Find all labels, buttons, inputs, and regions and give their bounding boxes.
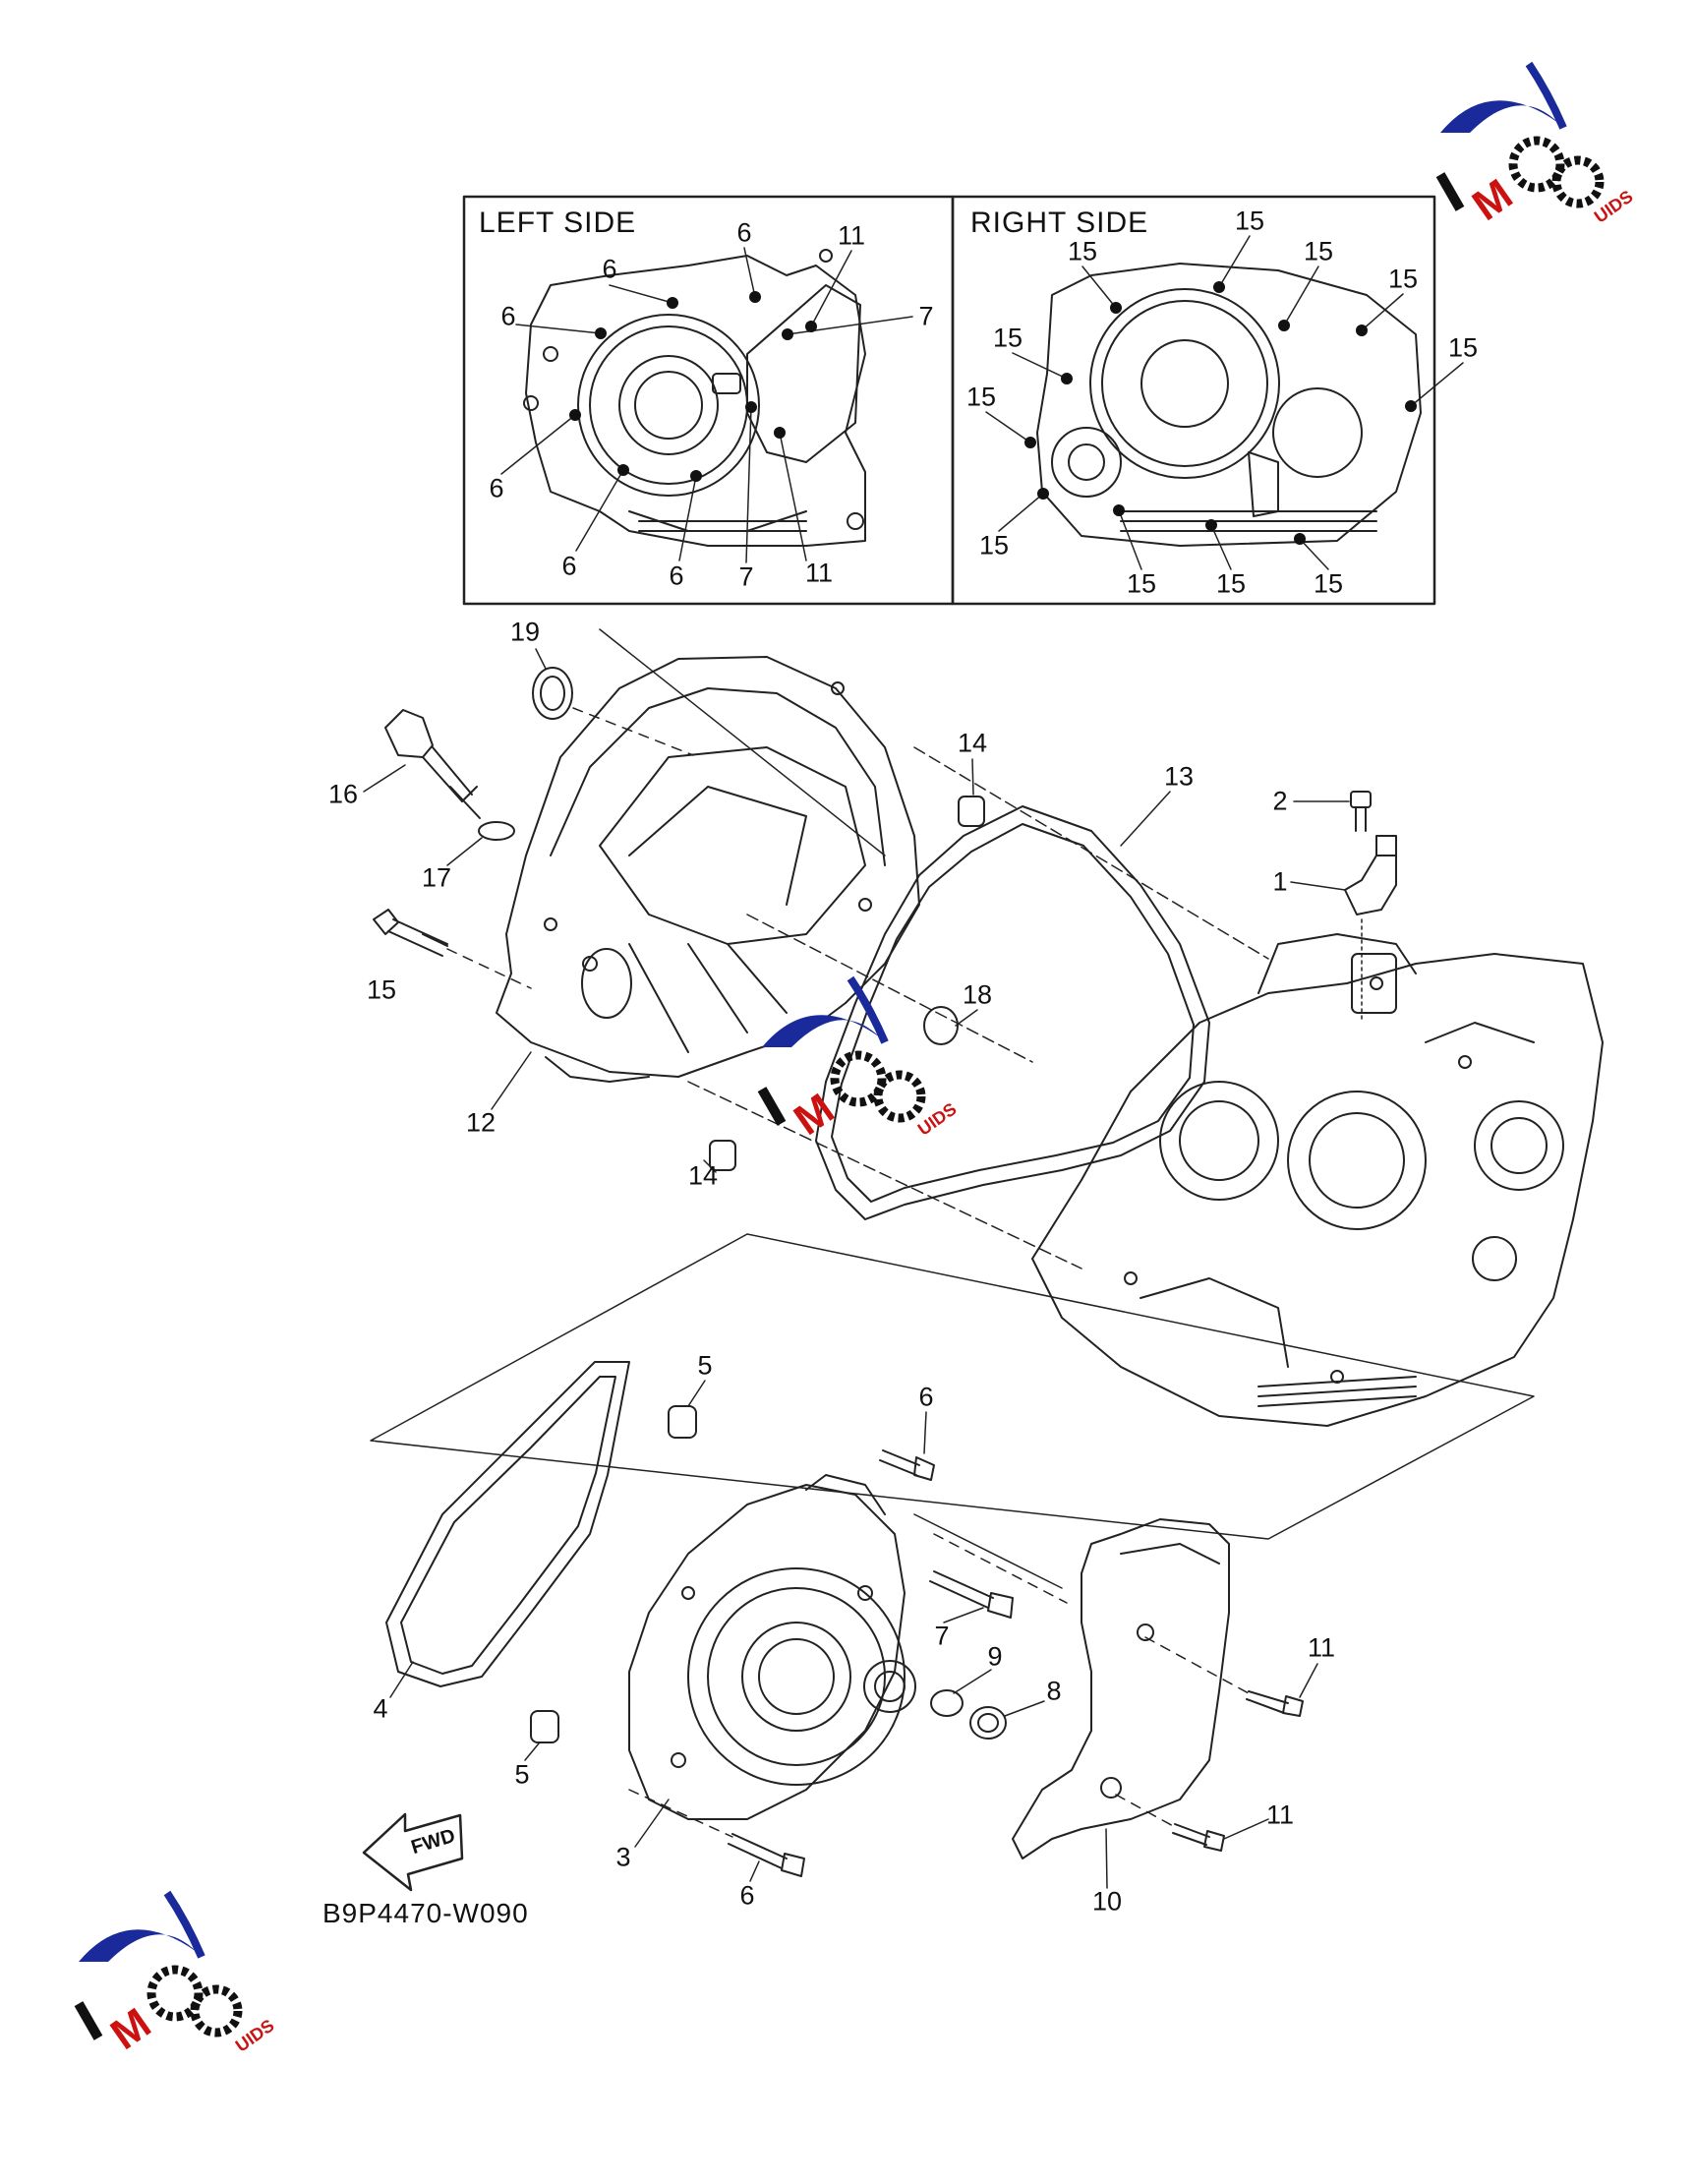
left-inset-engine — [523, 249, 866, 547]
right-side-title: RIGHT SIDE — [970, 207, 1149, 239]
part-17-oring — [478, 821, 515, 841]
part-15-bolt — [373, 909, 448, 957]
right-inset-callout-15: 15 — [1215, 568, 1247, 599]
part-7-bolt — [929, 1570, 1014, 1619]
right-side-inset-frame — [951, 195, 1436, 606]
part-callout-5: 5 — [697, 1350, 713, 1381]
part-18-seal — [923, 1006, 959, 1045]
projection-lines — [599, 628, 1269, 1269]
left-inset-callout-6: 6 — [489, 473, 504, 503]
right-inset-leaders — [985, 235, 1464, 570]
svg-text:M: M — [102, 1999, 159, 2059]
right-inset-callout-15: 15 — [1234, 206, 1265, 236]
part-3-generator-cover — [628, 1474, 916, 1820]
part-callout-13: 13 — [1163, 761, 1195, 792]
left-inset-callout-11: 11 — [837, 220, 866, 251]
left-side-title: LEFT SIDE — [479, 207, 637, 239]
part-callout-14: 14 — [687, 1160, 719, 1191]
part-10-sprocket-cover — [1012, 1518, 1230, 1859]
part-2-bolt — [1350, 791, 1372, 832]
part-8-plug — [969, 1706, 1007, 1740]
right-inset-callout-15: 15 — [1313, 568, 1344, 599]
part-9-oring — [930, 1689, 964, 1717]
left-inset-callout-7: 7 — [918, 301, 934, 331]
crankcase-block — [1031, 933, 1604, 1427]
part-callout-14: 14 — [957, 728, 988, 758]
svg-text:M: M — [1464, 170, 1521, 230]
part-callout-10: 10 — [1091, 1886, 1123, 1917]
part-14-dowel-upper — [958, 796, 985, 827]
left-inset-callout-6: 6 — [602, 254, 617, 284]
part-callout-11: 11 — [1265, 1800, 1295, 1830]
part-6-bolt-lower — [728, 1833, 805, 1877]
part-callout-3: 3 — [615, 1842, 631, 1872]
part-callout-18: 18 — [962, 979, 993, 1010]
part-callout-11: 11 — [1307, 1632, 1336, 1663]
right-inset-callout-15: 15 — [992, 323, 1023, 353]
brand-logo-center: M — [757, 975, 926, 1145]
part-13-gasket — [815, 805, 1210, 1220]
part-14-dowel-lower — [709, 1140, 736, 1171]
part-callout-15: 15 — [366, 974, 397, 1005]
part-11-bolt-lower — [1172, 1823, 1225, 1852]
part-4-gasket — [385, 1361, 630, 1687]
part-5-dowel-upper — [668, 1405, 697, 1439]
right-inset-callout-15: 15 — [978, 530, 1010, 561]
part-callout-5: 5 — [514, 1759, 530, 1790]
drawing-code: B9P4470-W090 — [322, 1898, 529, 1928]
left-inset-callout-6: 6 — [500, 301, 516, 331]
part-callout-2: 2 — [1272, 786, 1288, 816]
left-inset-bolt-dots — [569, 291, 817, 482]
right-inset-callout-15: 15 — [965, 382, 997, 412]
right-inset-bolt-dots — [1024, 281, 1417, 545]
left-inset-callout-11: 11 — [804, 558, 834, 588]
part-callout-6: 6 — [918, 1382, 934, 1412]
brand-logo-top-right: M — [1435, 61, 1605, 230]
right-inset-engine — [1036, 263, 1422, 547]
main-leaders — [363, 648, 1350, 1889]
part-callout-8: 8 — [1046, 1676, 1062, 1706]
svg-text:M: M — [786, 1085, 843, 1145]
part-19-seal — [532, 667, 573, 720]
fwd-arrow-icon — [362, 1812, 464, 1892]
part-callout-12: 12 — [465, 1107, 497, 1138]
part-callout-19: 19 — [509, 617, 541, 647]
right-inset-callout-15: 15 — [1067, 236, 1098, 266]
side-plane-outline — [370, 1233, 1535, 1540]
right-inset-callout-15: 15 — [1126, 568, 1157, 599]
left-inset-callout-6: 6 — [736, 217, 752, 248]
part-16-plug — [384, 709, 481, 819]
part-callout-16: 16 — [327, 779, 359, 809]
part-callout-9: 9 — [987, 1641, 1003, 1672]
part-12-crankcase-cover — [496, 656, 920, 1083]
part-1-bracket — [1344, 835, 1397, 915]
part-callout-4: 4 — [373, 1693, 388, 1724]
right-inset-callout-15: 15 — [1447, 332, 1479, 363]
part-callout-17: 17 — [421, 862, 452, 893]
part-callout-6: 6 — [739, 1880, 755, 1911]
part-11-bolt-upper — [1246, 1690, 1304, 1717]
part-5-dowel-lower — [530, 1710, 559, 1743]
brand-logo-bottom-left: M — [74, 1890, 243, 2059]
left-inset-callout-6: 6 — [561, 551, 577, 581]
right-inset-callout-15: 15 — [1387, 264, 1419, 294]
part-callout-7: 7 — [934, 1621, 950, 1651]
part-callout-1: 1 — [1272, 866, 1288, 897]
left-inset-callout-6: 6 — [669, 561, 684, 591]
right-inset-callout-15: 15 — [1303, 236, 1334, 266]
part-6-bolt-upper — [879, 1449, 935, 1481]
left-inset-callout-7: 7 — [738, 561, 754, 592]
